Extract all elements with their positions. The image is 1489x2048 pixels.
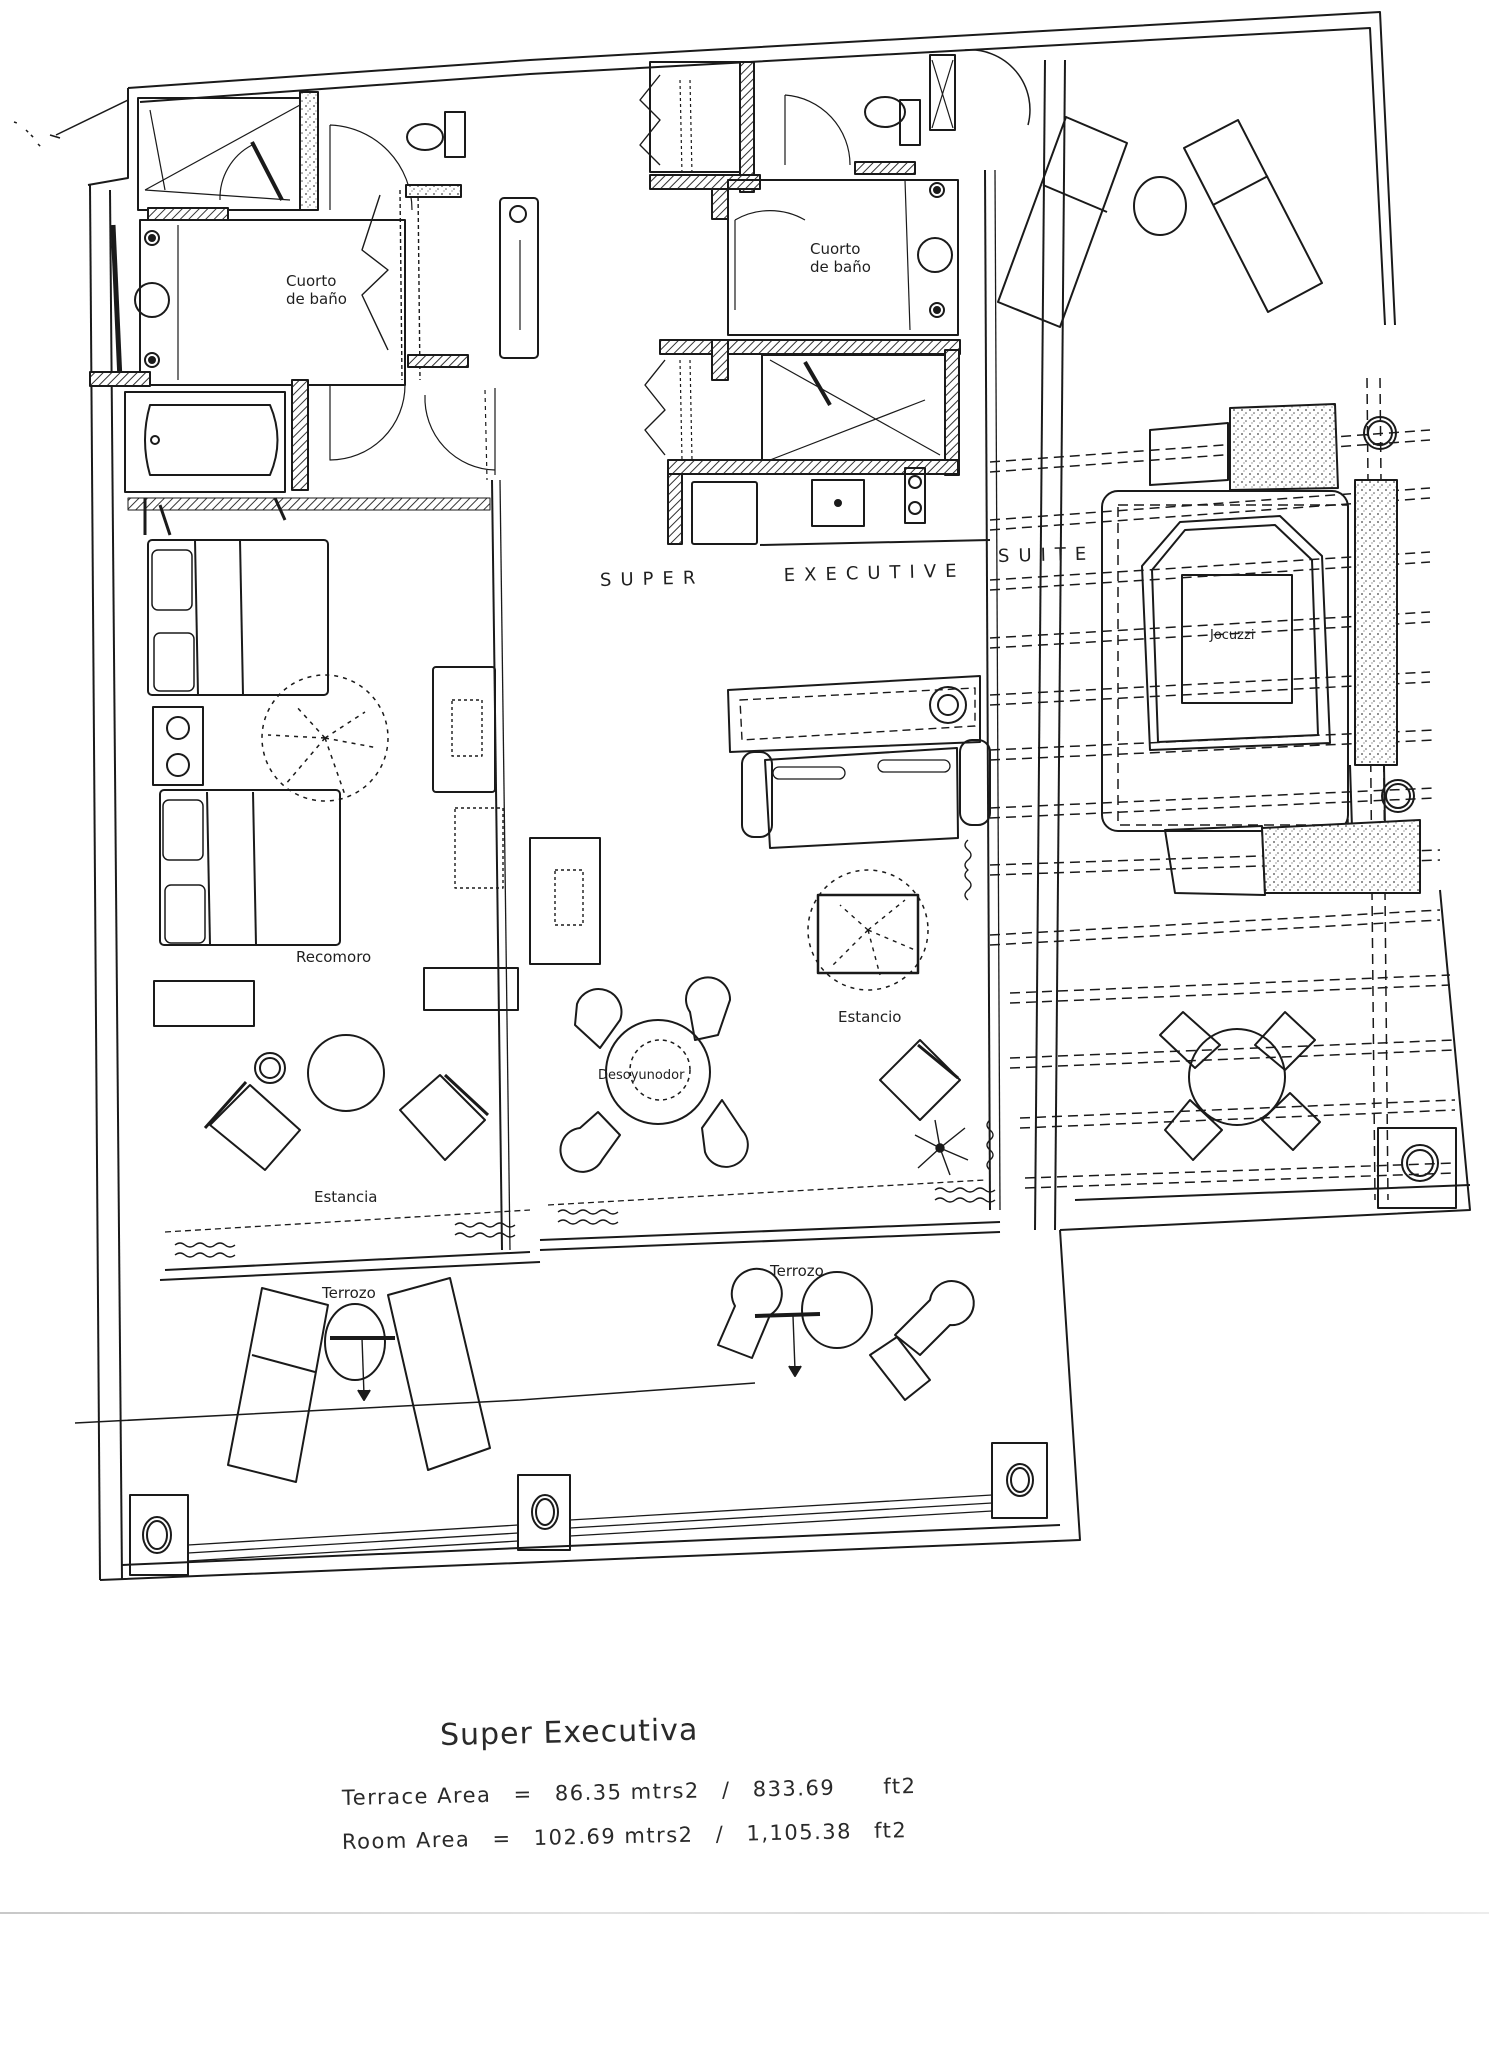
room-label-line: Cuorto [286,272,337,290]
bottom-terrace [74,1267,1048,1576]
terrace-area-line: Terrace Area = 86.35 mtrs2 / 833.69 ft2 [342,1774,917,1810]
entry-mark [13,99,129,149]
room-label-terrace-right: Terrozo [770,1262,824,1280]
scan-page-edge [0,1912,1489,1914]
room-area-metric: 102.69 mtrs2 [533,1822,694,1850]
room-label-line: de baño [810,258,871,276]
room-area-slash: / [715,1821,725,1847]
terrace-area-imperial: 833.69 [752,1775,836,1802]
room-area-unit: ft2 [873,1818,908,1843]
banner-word-suite: SUITE [997,543,1096,567]
room-label-jacuzzi: Jocuzzi [1210,628,1255,643]
room-area-imperial: 1,105.38 [746,1819,853,1846]
room-label-line: Cuorto [810,240,861,258]
room-label-sitting-right: Estancio [838,1008,902,1026]
room-label-bedroom: Recomoro [296,948,372,966]
living-area [499,61,1001,1251]
floor-plan-drawing [13,11,1471,1581]
room-label-sitting-left: Estancia [314,1188,378,1206]
room-label-line: de baño [286,290,347,308]
left-bathroom [89,91,496,493]
room-area-label: Room Area [341,1827,471,1854]
plan-title: Super Executiva [439,1712,699,1753]
room-area-equals: = [492,1826,512,1851]
room-label-right-bathroom: Cuorto de baño [810,240,871,276]
terrace-area-unit: ft2 [883,1773,917,1799]
banner-word-super: SUPER [599,567,705,591]
terrace-area-equals: = [513,1782,533,1807]
bedroom [127,479,541,1281]
terrace-area-label: Terrace Area [341,1782,492,1810]
jacuzzi-terrace [929,49,1457,1209]
terrace-area-slash: / [721,1777,731,1803]
room-label-terrace-left: Terrozo [322,1284,376,1302]
exterior-walls [87,11,1471,1581]
room-area-line: Room Area = 102.69 mtrs2 / 1,105.38 ft2 [342,1818,908,1854]
terrace-area-metric: 86.35 mtrs2 [554,1778,701,1806]
room-label-left-bathroom: Cuorto de baño [286,272,347,308]
room-label-breakfast: Desoyunodor [598,1068,685,1083]
